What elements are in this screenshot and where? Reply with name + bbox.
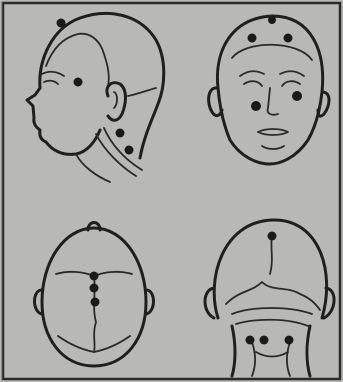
front-right-eye — [282, 81, 300, 86]
point-back-crown — [268, 232, 277, 241]
front-left-brow — [240, 71, 264, 76]
side-head-outline — [40, 13, 164, 158]
head-front-view — [209, 16, 329, 164]
side-ear-inner — [114, 92, 117, 108]
side-face-profile — [27, 88, 100, 154]
point-top-back — [91, 298, 100, 307]
point-back-neck-right — [285, 336, 294, 345]
front-right-brow — [280, 71, 304, 76]
back-hair-edge — [226, 282, 320, 310]
point-side-crown — [57, 19, 66, 28]
point-front-cheek-left — [251, 101, 261, 111]
front-mouth — [258, 129, 288, 135]
figure-frame — [3, 3, 340, 379]
point-front-crown — [268, 16, 276, 24]
back-neck-muscle-left — [252, 342, 255, 376]
point-top-front — [90, 272, 99, 281]
back-left-ear — [205, 288, 214, 318]
front-left-eye — [244, 81, 262, 86]
point-side-temple — [74, 78, 83, 87]
side-occipital-line — [128, 88, 156, 96]
point-front-top-left — [248, 34, 257, 43]
back-neck-left — [232, 326, 235, 376]
head-side-view — [27, 13, 164, 182]
front-hairline — [232, 45, 312, 60]
back-neck-right — [307, 326, 310, 376]
side-eye — [44, 81, 58, 84]
point-front-cheek-right — [292, 91, 302, 101]
head-back-view — [205, 220, 334, 376]
point-back-neck-left-inner — [260, 336, 269, 345]
point-top-middle — [90, 284, 99, 293]
back-neck-crease — [256, 352, 288, 357]
back-hair-wave-2 — [236, 320, 308, 326]
front-chin-line — [262, 146, 284, 149]
point-front-top-right — [284, 34, 293, 43]
head-top-view — [35, 223, 154, 367]
back-neck-muscle-right — [287, 342, 290, 376]
side-neck-front — [76, 154, 110, 182]
front-nose — [268, 88, 278, 115]
point-side-neck-upper — [116, 129, 125, 138]
side-brow — [42, 72, 64, 76]
point-back-neck-left-outer — [246, 336, 255, 345]
point-side-neck-lower — [125, 146, 134, 155]
back-hair-wave-1 — [232, 308, 312, 314]
side-neck-muscle — [96, 134, 136, 176]
